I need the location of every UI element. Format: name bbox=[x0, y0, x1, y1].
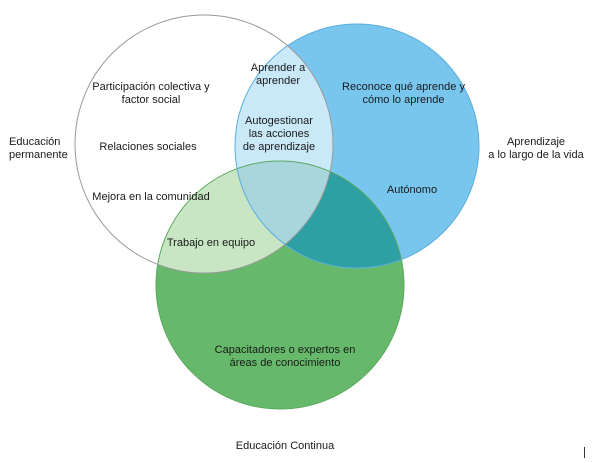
text-relaciones-sociales: Relaciones sociales bbox=[99, 141, 197, 153]
text-autogestionar: Autogestionar las acciones de aprendizaj… bbox=[242, 115, 316, 153]
label-educacion-continua: Educación Continua bbox=[235, 440, 335, 452]
text-reconoce-que-aprende: Reconoce qué aprende y cómo lo aprende bbox=[342, 81, 465, 106]
overlap-aprendizaje-continua bbox=[235, 161, 404, 268]
text-trabajo-en-equipo: Trabajo en equipo bbox=[166, 237, 256, 249]
label-educacion-permanente: Educación permanente bbox=[9, 136, 68, 161]
text-participacion-colectiva: Participación colectiva y factor social bbox=[92, 81, 210, 106]
outline-educacion-permanente bbox=[74, 14, 334, 274]
text-autonomo: Autónomo bbox=[386, 184, 438, 196]
text-aprender-a-aprender: Aprender a aprender bbox=[250, 62, 306, 87]
label-aprendizaje-largo-vida: Aprendizaje a lo largo de la vida bbox=[488, 136, 584, 161]
text-mejora-comunidad: Mejora en la comunidad bbox=[92, 191, 210, 203]
outline-educacion-continua bbox=[155, 160, 405, 410]
text-capacitadores: Capacitadores o expertos en áreas de con… bbox=[214, 344, 356, 369]
overlap-permanente-continua bbox=[156, 161, 333, 273]
text-cursor-mark bbox=[584, 447, 585, 458]
outline-aprendizaje-largo-vida bbox=[234, 23, 480, 269]
